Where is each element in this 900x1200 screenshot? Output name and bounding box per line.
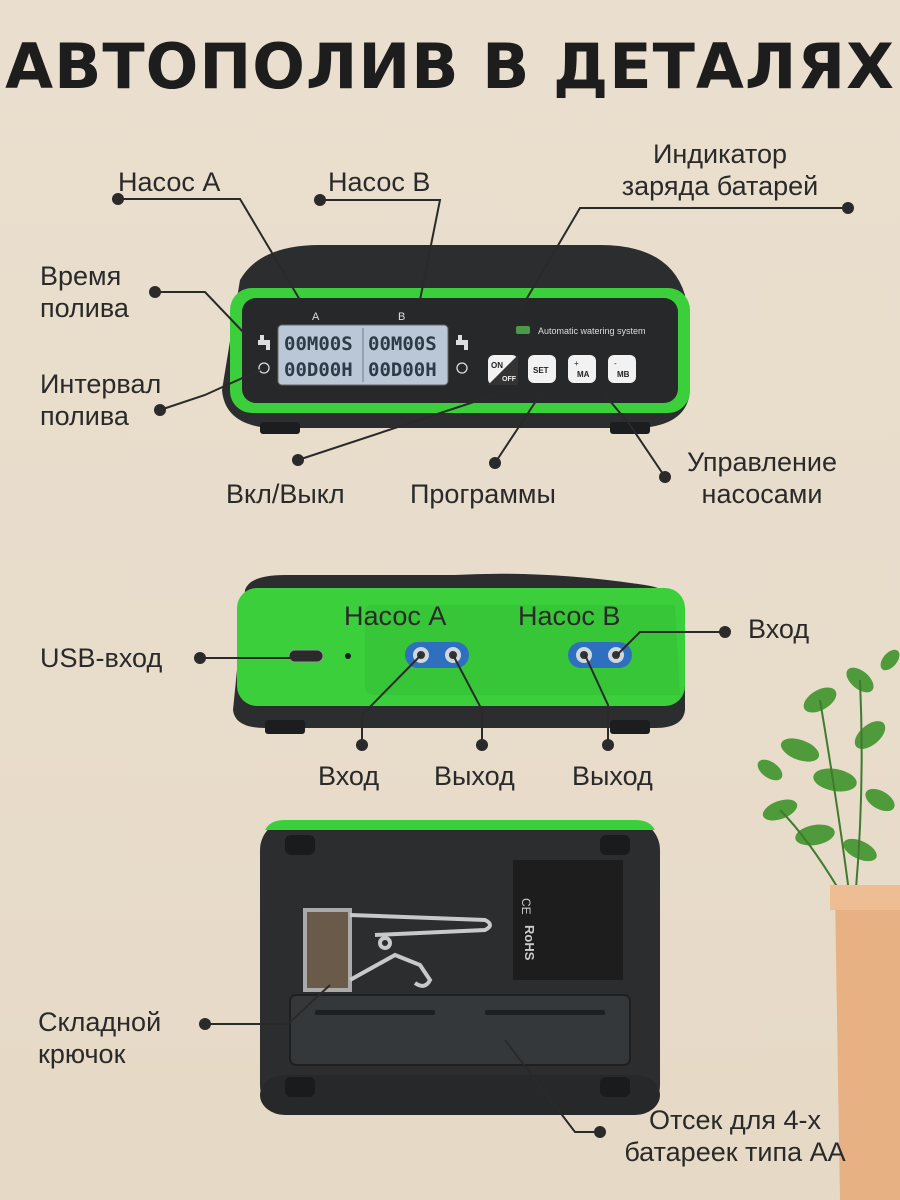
label-watering-time: Время полива [40, 261, 129, 323]
btn-mb-label: MB [617, 370, 630, 379]
rohs-mark: RoHS [522, 925, 537, 961]
folding-hook[interactable] [303, 908, 492, 992]
label-watering-interval: Интервал полива [40, 369, 162, 431]
settings-icon-left [258, 362, 270, 374]
flower-pot [835, 890, 900, 1200]
label-pump-control: Управление насосами [686, 447, 838, 509]
page-title: АВТОПОЛИВ В ДЕТАЛЯХ [5, 30, 895, 103]
front-device: A B 00M00S 00D00H 00M00S 00D00H Automati… [222, 245, 690, 434]
back-device [233, 573, 685, 734]
lcd-a-row1: 00M00S [284, 333, 353, 355]
label-usb-input: USB-вход [40, 643, 163, 673]
on-off-button[interactable]: ON OFF [488, 355, 518, 385]
label-outlet-b: Выход [572, 761, 653, 791]
label-inlet-a: Вход [318, 761, 380, 791]
label-pump-a: Насос А [118, 167, 221, 197]
battery-compartment[interactable] [289, 994, 631, 1066]
bottom-device: CE RoHS [260, 820, 660, 1115]
settings-icon-right [456, 362, 468, 374]
ma-button[interactable]: + MA [568, 355, 596, 383]
label-battery-indicator: Индикатор заряда батарей [621, 139, 819, 201]
label-power: Вкл/Выкл [226, 479, 345, 509]
potted-plant [757, 649, 900, 1200]
usb-port[interactable] [288, 649, 324, 663]
mb-button[interactable]: - MB [608, 355, 636, 383]
label-battery-bay: Отсек для 4-х батареек типа АА [624, 1105, 846, 1167]
channel-b-label: B [398, 311, 405, 323]
brand-text: Automatic watering system [538, 326, 646, 336]
tap-icon-left [258, 335, 270, 350]
set-button[interactable]: SET [528, 355, 556, 383]
btn-plus-label: + [574, 359, 579, 368]
btn-ma-label: MA [577, 370, 590, 379]
lcd-b-row1: 00M00S [368, 333, 437, 355]
status-hole [345, 653, 351, 659]
btn-off-label: OFF [502, 376, 517, 383]
label-back-pump-b: Насос В [518, 601, 621, 631]
label-pump-b: Насос В [328, 167, 431, 197]
lcd-a-row2: 00D00H [284, 359, 353, 381]
channel-a-label: A [312, 311, 320, 323]
label-programs: Программы [410, 479, 556, 509]
lcd-b-row2: 00D00H [368, 359, 437, 381]
pump-b-nozzles[interactable] [568, 642, 632, 668]
ce-mark: CE [519, 898, 533, 915]
btn-set-label: SET [533, 366, 549, 375]
label-inlet-b: Вход [748, 614, 810, 644]
tap-icon-right [456, 335, 468, 350]
label-folding-hook: Складной крючок [38, 1007, 162, 1069]
spec-label [513, 860, 623, 980]
label-back-pump-a: Насос А [344, 601, 447, 631]
label-outlet-a: Выход [434, 761, 515, 791]
btn-minus-label: - [614, 359, 617, 368]
btn-on-label: ON [491, 361, 503, 370]
pump-a-nozzles[interactable] [405, 642, 469, 668]
battery-led [516, 326, 530, 334]
